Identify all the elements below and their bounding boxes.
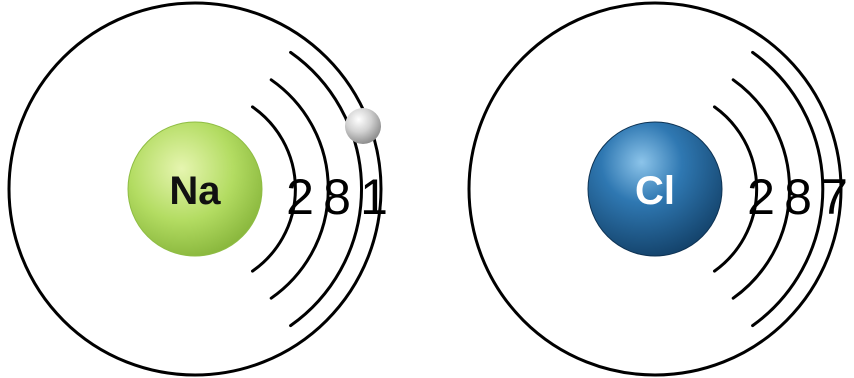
sodium-shell-3-count: 1	[360, 169, 388, 225]
sodium-atom: Na 2 8 1	[9, 3, 388, 375]
chlorine-shell-3-count: 7	[820, 169, 848, 225]
sodium-symbol: Na	[169, 169, 221, 213]
chlorine-atom: Cl 2 8 7	[469, 3, 848, 375]
chlorine-shell-1-count: 2	[747, 169, 775, 225]
sodium-shell-2-count: 8	[323, 169, 351, 225]
sodium-shell-1-count: 2	[286, 169, 314, 225]
chlorine-shell-2-count: 8	[784, 169, 812, 225]
valence-electron	[345, 108, 381, 144]
chlorine-symbol: Cl	[635, 169, 675, 213]
